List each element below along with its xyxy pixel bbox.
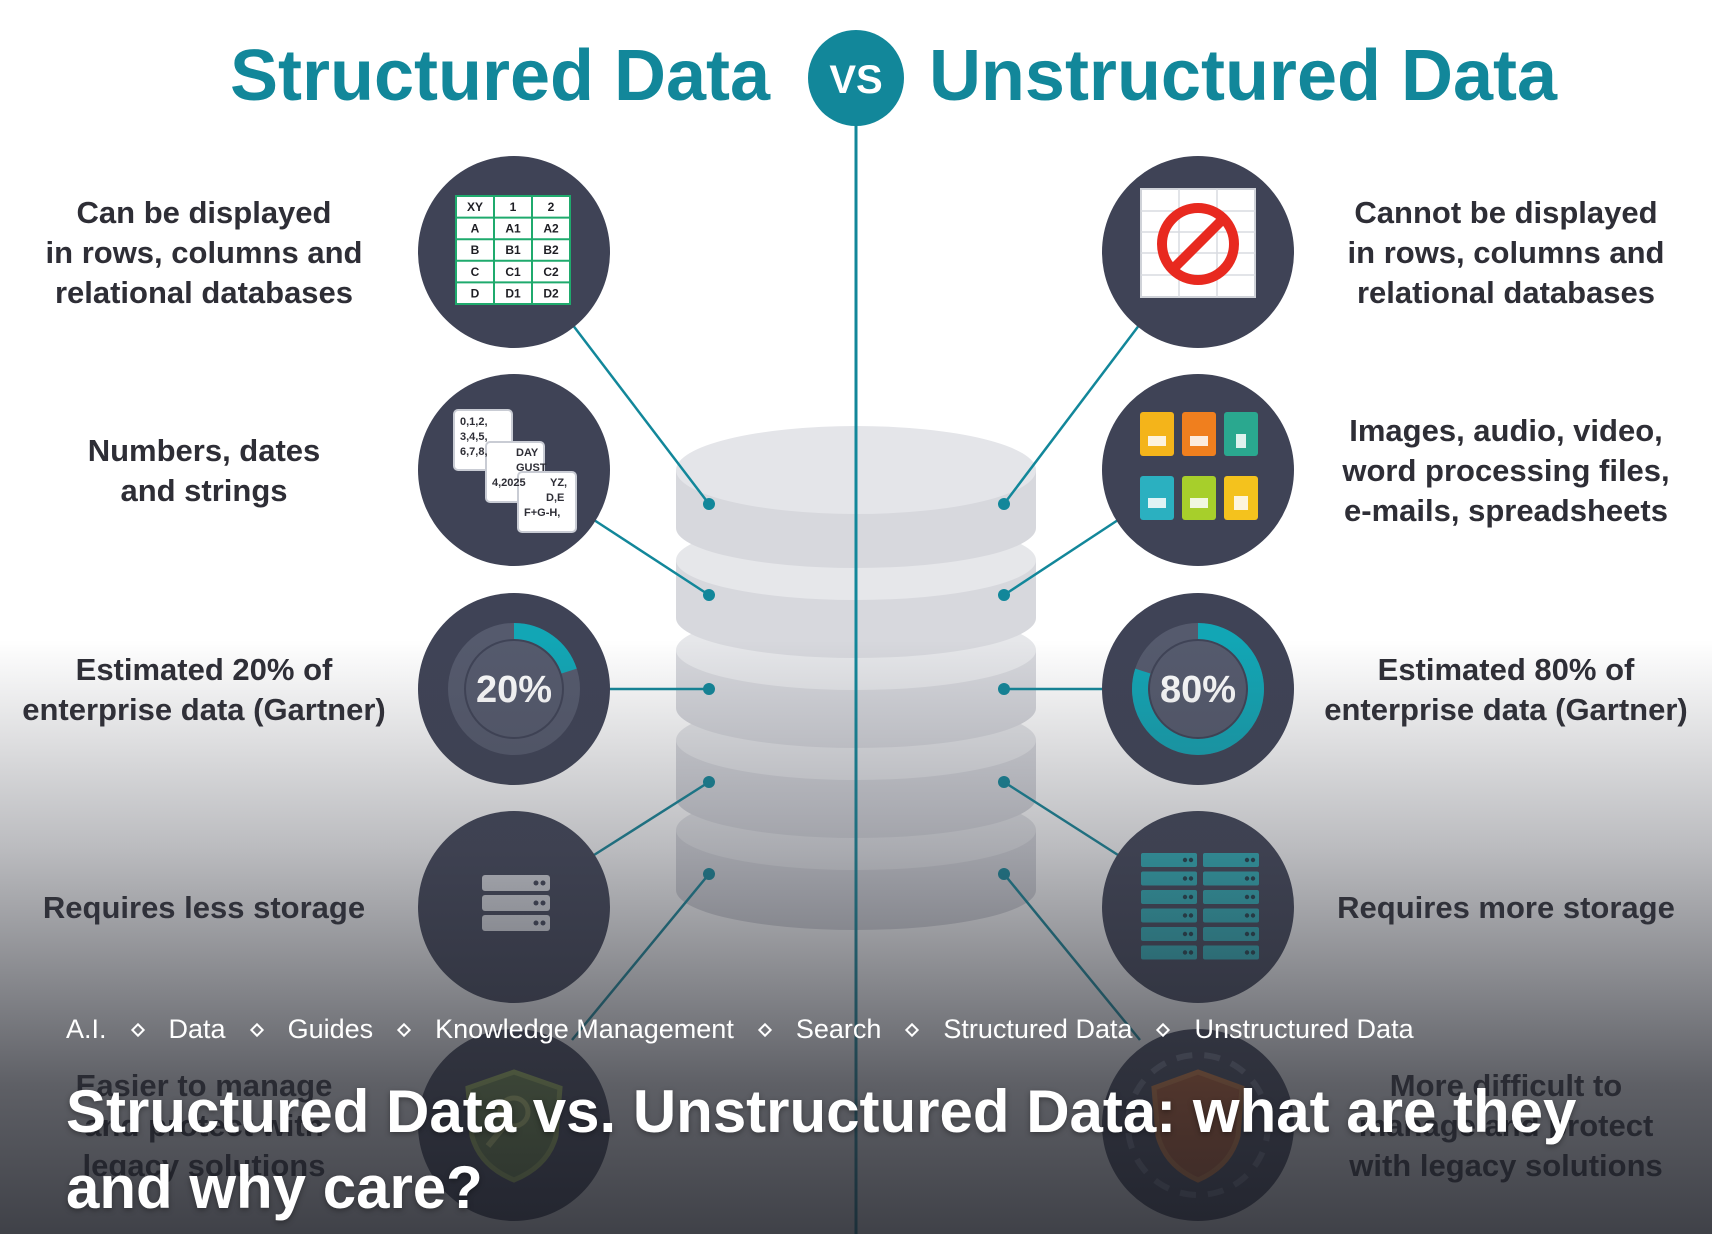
left-item-2-line: Numbers, dates <box>88 433 321 468</box>
right-heading: Unstructured Data <box>929 36 1558 116</box>
data-card-text: 6,7,8, <box>460 446 488 458</box>
left-item-4-line: Requires less storage <box>43 890 365 925</box>
tag-data[interactable]: Data <box>168 1014 226 1044</box>
left-item-3-line: enterprise data (Gartner) <box>22 692 386 727</box>
right-item-3-line: Estimated 80% of <box>1378 652 1635 687</box>
data-card-text: GUST <box>516 462 547 474</box>
diamond-separator-icon <box>397 1022 412 1037</box>
tag-guides[interactable]: Guides <box>287 1014 374 1044</box>
small-server-icon <box>482 875 550 931</box>
diamond-separator-icon <box>757 1022 772 1037</box>
right-icon-circle-4 <box>1102 811 1294 1003</box>
vs-badge <box>808 30 904 126</box>
data-card-text: D,E <box>546 492 564 504</box>
diamond-separator-icon <box>1156 1022 1171 1037</box>
table-cell: D <box>471 286 480 300</box>
right-item-3-line: enterprise data (Gartner) <box>1324 692 1688 727</box>
files-icon <box>1140 412 1258 520</box>
right-item-1-line: Cannot be displayed <box>1354 195 1657 230</box>
left-heading: Structured Data <box>230 36 771 116</box>
tag-search[interactable]: Search <box>795 1014 882 1044</box>
left-item-2-line: and strings <box>120 473 287 508</box>
right-item-2-line: word processing files, <box>1341 453 1669 488</box>
right-icon-circle-2 <box>1102 374 1294 566</box>
left-item-3-line: Estimated 20% of <box>76 652 333 687</box>
data-card-text: YZ, <box>550 477 567 489</box>
donut-gauge-icon: 80% <box>1132 623 1264 755</box>
data-card-text: 0,1,2, <box>460 416 488 428</box>
table-cell: A <box>471 222 480 236</box>
tag-ai[interactable]: A.I. <box>66 1014 107 1044</box>
no-table-icon <box>1140 188 1256 298</box>
table-grid-icon: XY 1 2A A1 A2B B1 B2C C1 C2D D1 D2 <box>455 195 571 305</box>
right-item-2-line: e-mails, spreadsheets <box>1344 493 1668 528</box>
table-cell: B2 <box>543 243 559 257</box>
diamond-separator-icon <box>249 1022 264 1037</box>
left-item-1-line: relational databases <box>55 275 353 310</box>
table-cell: B1 <box>505 243 521 257</box>
table-cell: A1 <box>505 222 521 236</box>
diamond-separator-icon <box>905 1022 920 1037</box>
tag-structured-data[interactable]: Structured Data <box>943 1014 1133 1044</box>
table-cell: B <box>471 243 480 257</box>
data-card-text: F+G-H, <box>524 507 560 519</box>
right-percent-label: 80% <box>1160 669 1236 711</box>
data-cards-icon: 0,1,2, 3,4,5, 6,7,8, DAY GUST 4,2025 YZ, D,E F+G… <box>453 409 577 533</box>
table-cell: C <box>471 265 480 279</box>
donut-gauge-icon: 20% <box>448 623 580 755</box>
right-item-1-line: relational databases <box>1357 275 1655 310</box>
table-cell: 1 <box>510 200 517 214</box>
data-card-text: 3,4,5, <box>460 431 488 443</box>
table-cell: 2 <box>548 200 555 214</box>
vs-label: VS <box>829 58 882 102</box>
left-percent-label: 20% <box>476 669 552 711</box>
table-cell: A2 <box>543 222 559 236</box>
right-item-1-line: in rows, columns and <box>1348 235 1665 270</box>
tag-list: A.I. Data Guides Knowledge Management Se… <box>66 1014 1414 1045</box>
tag-unstructured-data[interactable]: Unstructured Data <box>1194 1014 1414 1044</box>
table-cell: C2 <box>543 265 559 279</box>
article-title[interactable]: Structured Data vs. Unstructured Data: w… <box>66 1078 1577 1221</box>
right-item-4-line: Requires more storage <box>1337 890 1675 925</box>
right-item-2-line: Images, audio, video, <box>1349 413 1663 448</box>
diamond-separator-icon <box>130 1022 145 1037</box>
table-cell: D1 <box>505 286 521 300</box>
data-card-text: 4,2025 <box>492 477 526 489</box>
table-cell: C1 <box>505 265 521 279</box>
table-cell: XY <box>467 200 483 214</box>
left-item-1-line: Can be displayed <box>77 195 332 230</box>
data-card-text: DAY <box>516 447 539 459</box>
tag-knowledge-management[interactable]: Knowledge Management <box>435 1014 734 1044</box>
left-item-1-line: in rows, columns and <box>46 235 363 270</box>
table-cell: D2 <box>543 286 559 300</box>
